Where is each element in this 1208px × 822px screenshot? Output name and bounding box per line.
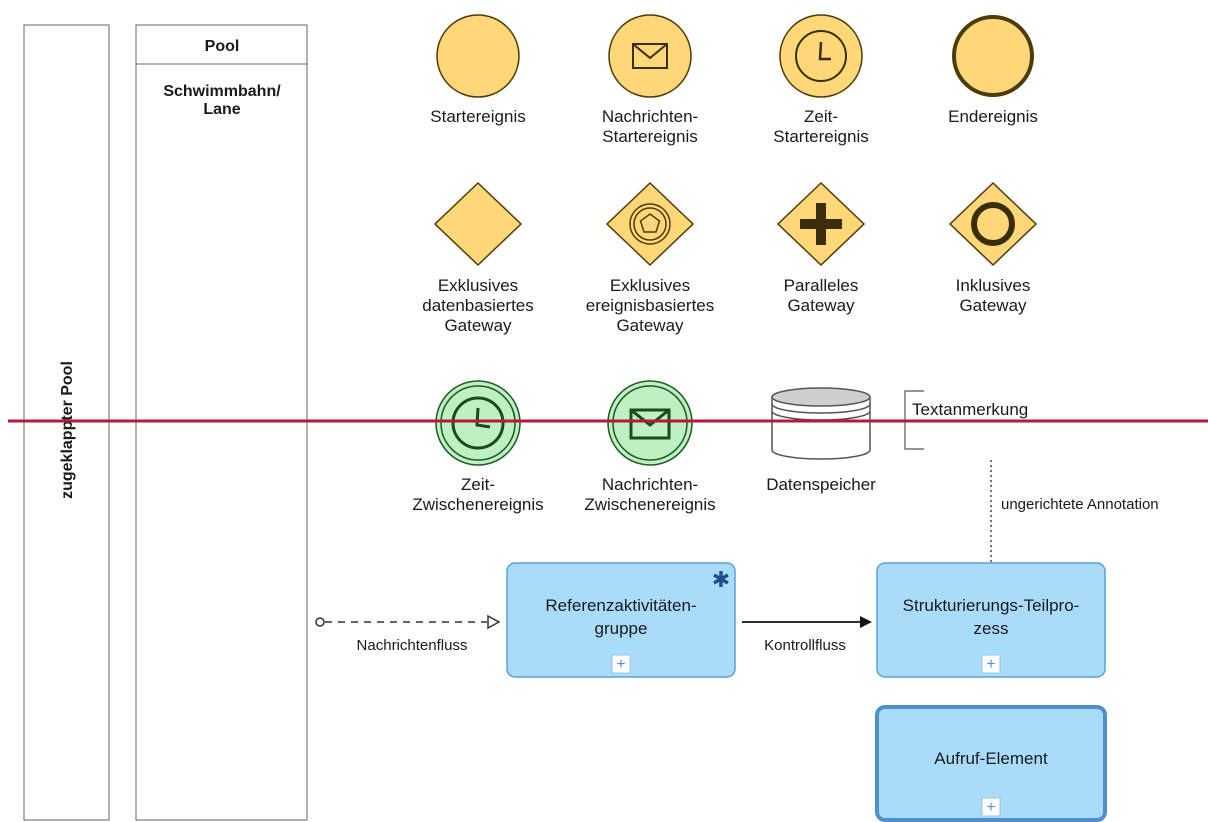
undirected-association-label: ungerichtete Annotation — [1001, 496, 1159, 513]
call-activity[interactable]: Aufruf-Element + — [875, 705, 1107, 822]
control-flow[interactable]: Kontrollfluss — [742, 616, 872, 654]
inclusive-gateway[interactable]: Inklusives Gateway — [948, 181, 1038, 315]
message-intermediate-event[interactable]: Nachrichten- Zwischenereignis — [584, 380, 716, 514]
data-store[interactable]: Datenspeicher — [766, 387, 876, 494]
message-flow[interactable]: Nachrichtenfluss — [315, 614, 501, 654]
undirected-association[interactable]: ungerichtete Annotation — [990, 460, 1159, 562]
message-intermediate-event-label-2: Zwischenereignis — [584, 495, 715, 514]
structuring-subprocess-label-2: zess — [974, 619, 1009, 638]
envelope-icon — [629, 408, 671, 440]
svg-text:+: + — [616, 656, 625, 673]
exclusive-data-gateway[interactable]: Exklusives datenbasiertes Gateway — [422, 181, 534, 335]
event-based-gateway-label-1: Exklusives — [610, 276, 690, 295]
start-event-label: Startereignis — [430, 107, 525, 126]
clock-icon — [795, 30, 847, 82]
collapse-marker-icon[interactable]: + — [611, 654, 631, 674]
exclusive-data-gateway-label-2: datenbasiertes — [422, 296, 534, 315]
clock-icon — [451, 396, 505, 450]
message-intermediate-event-label-1: Nachrichten- — [602, 475, 698, 494]
call-activity-label: Aufruf-Element — [934, 749, 1048, 768]
message-start-event-label-1: Nachrichten- — [602, 107, 698, 126]
circle-icon — [971, 202, 1015, 246]
text-annotation-label: Textanmerkung — [912, 400, 1028, 419]
data-store-label: Datenspeicher — [766, 475, 876, 494]
collapsed-pool-label: zugeklappter Pool — [59, 361, 76, 499]
message-start-event-label-2: Startereignis — [602, 127, 697, 146]
event-based-gateway-label-2: ereignisbasiertes — [586, 296, 715, 315]
exclusive-data-gateway-label-1: Exklusives — [438, 276, 518, 295]
collapse-marker-icon[interactable]: + — [981, 797, 1001, 817]
event-based-gateway-label-3: Gateway — [616, 316, 684, 335]
structuring-subprocess-label-1: Strukturierungs-Teilpro- — [903, 596, 1080, 615]
exclusive-data-gateway-label-3: Gateway — [444, 316, 512, 335]
parallel-gateway[interactable]: Paralleles Gateway — [776, 181, 866, 315]
message-start-event[interactable]: Nachrichten- Startereignis — [602, 14, 698, 146]
end-event[interactable]: Endereignis — [948, 15, 1038, 126]
envelope-icon — [632, 43, 668, 69]
start-event[interactable]: Startereignis — [430, 14, 526, 126]
timer-intermediate-event[interactable]: Zeit- Zwischenereignis — [412, 380, 544, 514]
svg-text:+: + — [986, 799, 995, 816]
reference-activity-group-label-2: gruppe — [595, 619, 648, 638]
parallel-gateway-label-2: Gateway — [787, 296, 855, 315]
timer-intermediate-event-label-2: Zwischenereignis — [412, 495, 543, 514]
end-event-label: Endereignis — [948, 107, 1038, 126]
plus-icon — [800, 203, 842, 245]
inclusive-gateway-label-2: Gateway — [959, 296, 1027, 315]
lane-label-line-1: Schwimmbahn/ — [163, 83, 281, 100]
pool-title: Pool — [205, 38, 240, 55]
message-flow-label: Nachrichtenfluss — [357, 637, 468, 654]
reference-activity-group[interactable]: ✱ Referenzaktivitäten- gruppe + — [506, 562, 736, 678]
timer-start-event[interactable]: Zeit- Startereignis — [773, 14, 869, 146]
parallel-gateway-label-1: Paralleles — [784, 276, 859, 295]
control-flow-label: Kontrollfluss — [764, 637, 846, 654]
asterisk-icon: ✱ — [712, 568, 730, 593]
lane-label-line-2: Lane — [203, 101, 240, 118]
reference-activity-group-label-1: Referenzaktivitäten- — [545, 596, 696, 615]
timer-intermediate-event-label-1: Zeit- — [461, 475, 495, 494]
timer-start-event-label-1: Zeit- — [804, 107, 838, 126]
timer-start-event-label-2: Startereignis — [773, 127, 868, 146]
collapse-marker-icon[interactable]: + — [981, 654, 1001, 674]
inclusive-gateway-label-1: Inklusives — [956, 276, 1031, 295]
event-based-gateway[interactable]: Exklusives ereignisbasiertes Gateway — [586, 181, 715, 335]
pentagon-icon — [629, 203, 671, 245]
structuring-subprocess[interactable]: Strukturierungs-Teilpro- zess + — [876, 562, 1106, 678]
svg-text:+: + — [986, 656, 995, 673]
